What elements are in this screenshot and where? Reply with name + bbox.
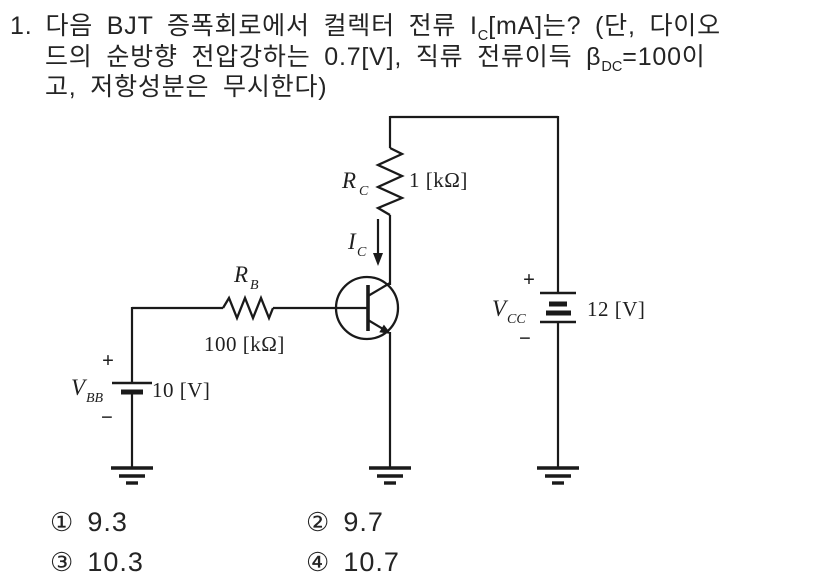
vbb-battery-symbol <box>112 381 152 395</box>
option-3-marker: ③ <box>50 547 74 577</box>
vcc-label-sub: CC <box>507 312 526 327</box>
collector-current-subscript: C <box>477 28 489 44</box>
vcc-battery-symbol <box>540 291 576 324</box>
question-number: 1. <box>10 12 33 40</box>
resistor-rc-symbol <box>375 146 405 216</box>
rb-value: 100 [kΩ] <box>204 332 285 356</box>
beta-subscript: DC <box>601 59 623 75</box>
question-text-post2: =100이 <box>622 43 706 71</box>
vbb-label: V <box>71 375 88 400</box>
ic-label-sub: C <box>357 245 367 260</box>
answer-option-1: ① 9.3 <box>50 507 128 538</box>
vcc-minus-sign: − <box>519 326 531 350</box>
rb-label: R <box>233 262 248 287</box>
question-text-pre: 다음 BJT 증폭회로에서 컬렉터 전류 <box>45 12 470 40</box>
npn-transistor-symbol <box>334 275 400 341</box>
vcc-label: V <box>492 296 509 321</box>
option-1-value: 9.3 <box>87 507 128 537</box>
rc-label: R <box>341 168 356 193</box>
ground-symbol-middle <box>369 466 411 485</box>
option-4-value: 10.7 <box>343 547 400 577</box>
vcc-value: 12 [V] <box>587 297 645 321</box>
option-2-marker: ② <box>306 507 330 537</box>
answer-option-3: ③ 10.3 <box>50 547 144 578</box>
option-1-marker: ① <box>50 507 74 537</box>
vbb-value: 10 [V] <box>152 378 210 402</box>
question-text-pre2: 드의 순방향 전압강하는 0.7[V], 직류 전류이득 <box>45 43 587 71</box>
transistor-circle <box>334 275 400 341</box>
ground-symbol-right <box>537 466 579 485</box>
ic-arrow-head <box>373 253 383 266</box>
ic-label: I <box>347 229 357 254</box>
answer-option-2: ② 9.7 <box>306 507 384 538</box>
answer-option-4: ④ 10.7 <box>306 547 400 578</box>
option-2-value: 9.7 <box>343 507 384 537</box>
question-line-1: 1. 다음 BJT 증폭회로에서 컬렉터 전류 IC[mA]는? (단, 다이오 <box>10 11 721 44</box>
transistor-emitter-arrow <box>379 324 391 334</box>
circuit-wires <box>130 115 560 468</box>
rc-label-sub: C <box>359 184 369 199</box>
vbb-plus-sign: + <box>102 348 114 372</box>
collector-current-symbol: I <box>469 12 478 40</box>
vbb-label-sub: BB <box>86 391 104 406</box>
beta-symbol: β <box>586 43 602 71</box>
rc-value: 1 [kΩ] <box>409 168 468 192</box>
resistor-rb-symbol <box>222 294 275 322</box>
vcc-plus-sign: + <box>523 267 535 291</box>
question-text-post: [mA]는? (단, 다이오 <box>488 12 721 40</box>
option-4-marker: ④ <box>306 547 330 577</box>
collector-current-arrow <box>373 219 383 266</box>
transistor-collector-lead <box>367 282 391 297</box>
ground-symbol-left <box>111 466 153 485</box>
question-line-2: 드의 순방향 전압강하는 0.7[V], 직류 전류이득 βDC=100이 <box>45 42 706 75</box>
question-line-3: 고, 저항성분은 무시한다) <box>45 73 328 101</box>
option-3-value: 10.3 <box>87 547 144 577</box>
bjt-circuit-diagram: R C 1 [kΩ] I C R B 100 [kΩ] V BB 10 [V] … <box>71 115 645 485</box>
vbb-minus-sign: − <box>101 405 113 429</box>
rb-label-sub: B <box>250 278 259 293</box>
